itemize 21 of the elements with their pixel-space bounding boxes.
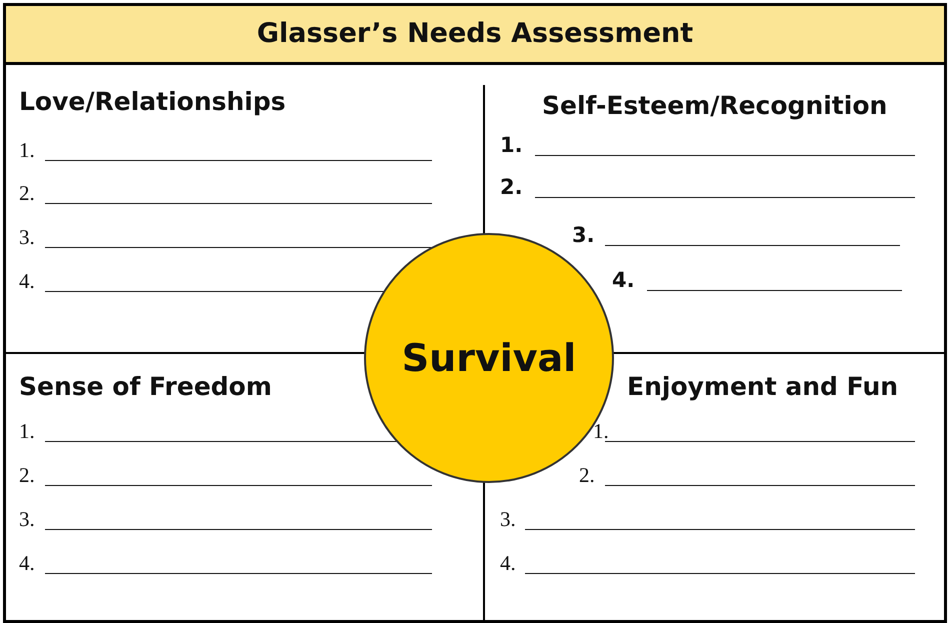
item-number: 3. (19, 507, 35, 532)
section-heading: Enjoyment and Fun (627, 372, 898, 401)
item-number: 4. (612, 268, 635, 292)
item-number: 2. (579, 463, 595, 488)
item-number: 1. (19, 419, 35, 444)
item-number: 2. (19, 463, 35, 488)
item-number: 2. (500, 175, 523, 199)
item-number: 3. (19, 225, 35, 250)
item-number: 4. (500, 551, 516, 576)
item-number: 3. (572, 223, 595, 247)
section-heading: Love/Relationships (19, 87, 286, 116)
section-heading: Self-Esteem/Recognition (542, 91, 888, 120)
section-heading: Sense of Freedom (19, 372, 272, 401)
item-number: 4. (19, 551, 35, 576)
item-number: 1. (500, 133, 523, 157)
item-number: 3. (500, 507, 516, 532)
item-number: 2. (19, 181, 35, 206)
item-number: 4. (19, 269, 35, 294)
item-number: 1. (593, 419, 609, 444)
item-number: 1. (19, 138, 35, 163)
title-bar: Glasser’s Needs Assessment (6, 6, 944, 65)
